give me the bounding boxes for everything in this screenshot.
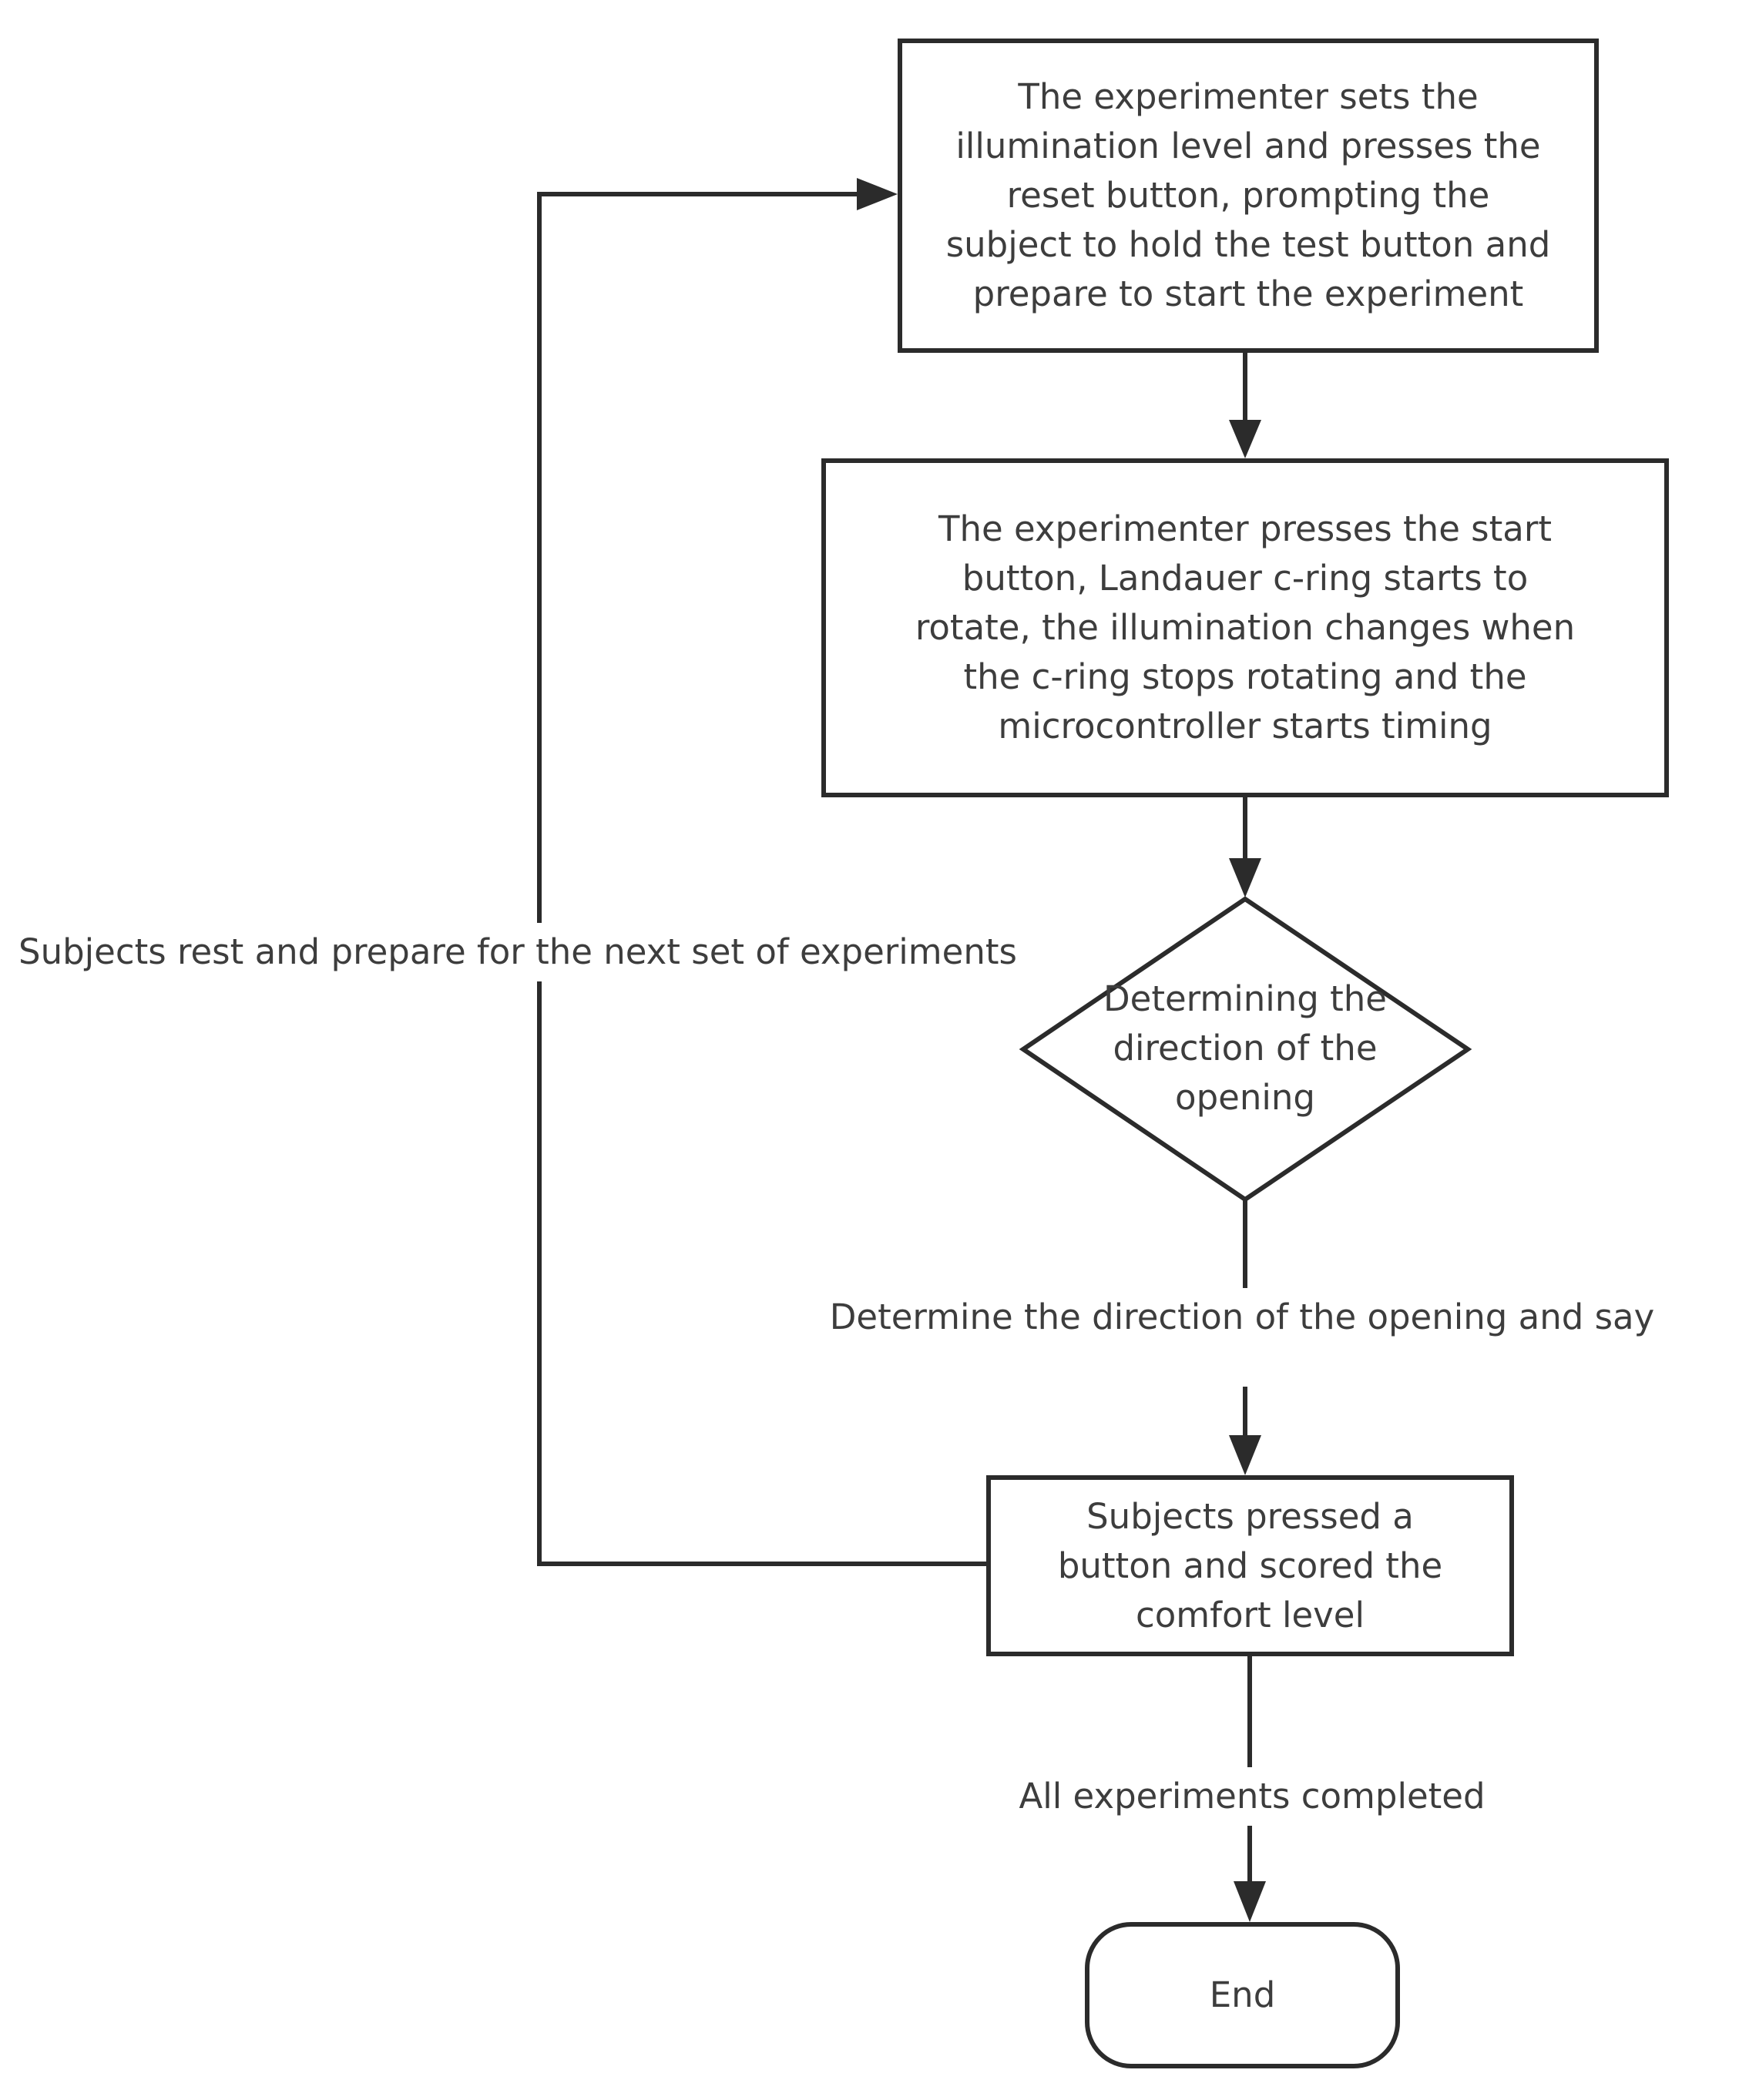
arrowhead-down-icon <box>1229 858 1261 897</box>
node-score-comfort-text: Subjects pressed a button and scored the… <box>1057 1495 1443 1635</box>
edge-label-say: Determine the direction of the opening a… <box>821 1288 1663 1347</box>
node-score-comfort: Subjects pressed a button and scored the… <box>986 1475 1514 1656</box>
arrowhead-down-icon <box>1234 1881 1266 1922</box>
loop-connector-line <box>537 192 986 1566</box>
connector-start-to-decision <box>1229 797 1261 897</box>
arrowhead-right-icon <box>857 178 898 210</box>
connector-decision-to-score <box>1229 1199 1261 1475</box>
connector-setup-to-start <box>1229 353 1261 458</box>
node-decision-opening-text: Determining the direction of the opening <box>1103 978 1387 1118</box>
node-press-start: The experimenter presses the start butto… <box>821 458 1669 797</box>
node-setup-illumination: The experimenter sets the illumination l… <box>898 39 1599 353</box>
arrowhead-down-icon <box>1229 1435 1261 1475</box>
edge-label-completed: All experiments completed <box>1011 1767 1493 1826</box>
node-setup-illumination-text: The experimenter sets the illumination l… <box>945 76 1551 314</box>
edge-label-rest: Subjects rest and prepare for the next s… <box>11 923 1025 981</box>
node-press-start-text: The experimenter presses the start butto… <box>915 508 1576 746</box>
loop-connector <box>537 178 986 1566</box>
node-end-text: End <box>1209 1974 1276 2015</box>
arrowhead-down-icon <box>1229 420 1261 458</box>
node-end-terminator: End <box>1085 1922 1400 2068</box>
